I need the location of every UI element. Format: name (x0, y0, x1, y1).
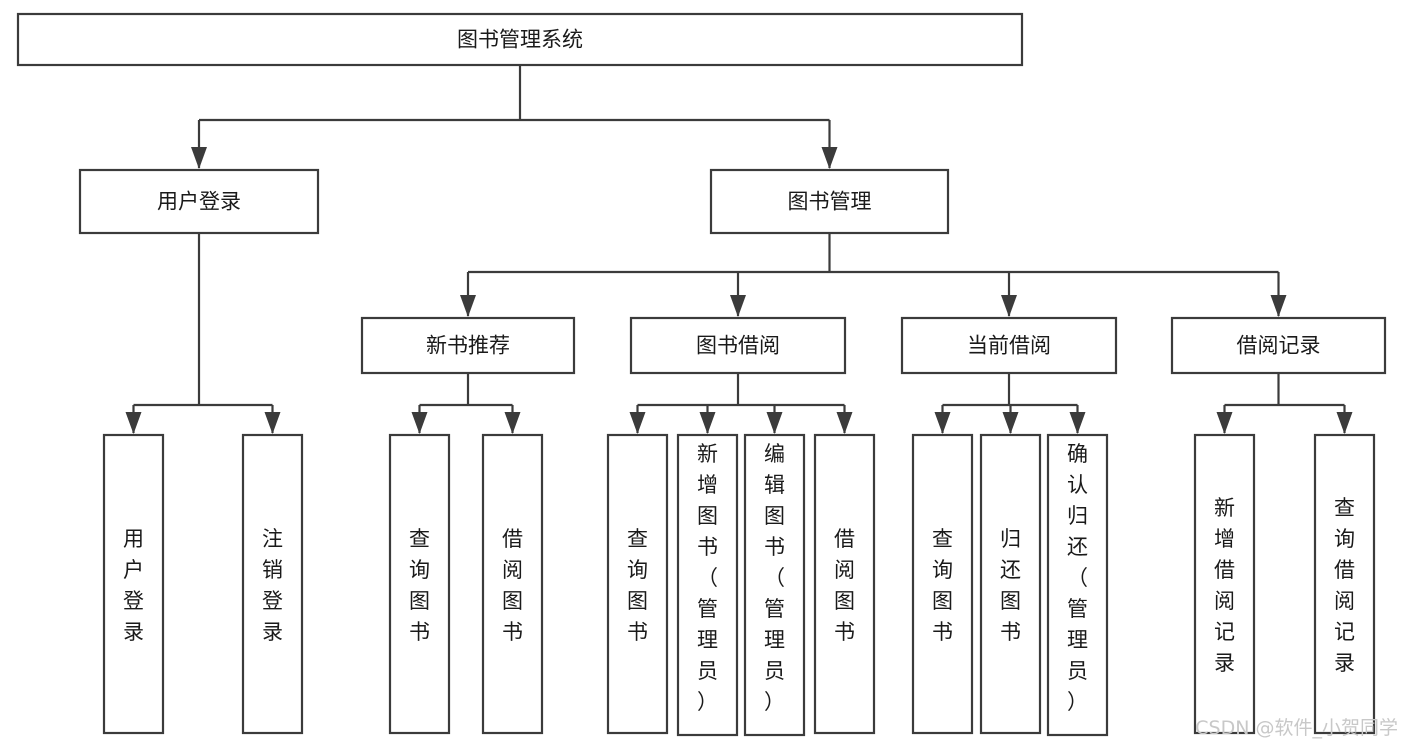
node-level3-2[interactable]: 当前借阅 (900, 316, 1118, 375)
node-box-图书管理[interactable] (709, 168, 950, 235)
node-level3-1[interactable]: 图书借阅 (629, 316, 847, 375)
node-box-归还图书[interactable] (979, 433, 1042, 735)
node-label-新增借阅记录: 新增借阅记录 (1214, 496, 1235, 675)
arrow-l3-1-2 (766, 412, 783, 434)
arrow-l3-2-2 (1069, 412, 1086, 434)
node-leaf-11[interactable]: 新增借阅记录 (1193, 433, 1256, 735)
node-level2-0[interactable]: 用户登录 (78, 168, 320, 235)
node-label-查询图书: 查询图书 (627, 527, 648, 644)
arrow-userlogin-0 (125, 412, 142, 434)
node-label-用户登录: 用户登录 (157, 190, 241, 214)
arrow-l3-3-0 (1216, 412, 1233, 434)
csdn-watermark: CSDN @软件_小贺同学 (1195, 717, 1398, 739)
arrow-l3-1-3 (836, 412, 853, 434)
node-box-图书借阅[interactable] (629, 316, 847, 375)
arrow-bookmgmt-3 (1270, 295, 1287, 317)
node-box-编辑图书管理员[interactable] (743, 433, 806, 737)
arrow-root-0 (191, 147, 207, 169)
node-box-图书管理系统[interactable] (16, 12, 1024, 67)
node-label-新增图书管理员: 新增图书（管理员） (697, 442, 718, 714)
node-box-确认归还管理员[interactable] (1046, 433, 1109, 737)
arrow-userlogin-1 (264, 412, 281, 434)
connector-layer (125, 65, 1353, 434)
node-leaf-5[interactable]: 新增图书（管理员） (676, 433, 739, 737)
node-leaf-6[interactable]: 编辑图书（管理员） (743, 433, 806, 737)
node-level3-0[interactable]: 新书推荐 (360, 316, 576, 375)
arrow-bookmgmt-1 (730, 295, 746, 317)
node-label-查询图书: 查询图书 (932, 527, 953, 644)
node-root-0[interactable]: 图书管理系统 (16, 12, 1024, 67)
node-label-图书借阅: 图书借阅 (696, 334, 780, 358)
node-leaf-8[interactable]: 查询图书 (911, 433, 974, 735)
node-leaf-10[interactable]: 确认归还（管理员） (1046, 433, 1109, 737)
node-leaf-3[interactable]: 借阅图书 (481, 433, 544, 735)
node-box-当前借阅[interactable] (900, 316, 1118, 375)
node-box-借阅图书[interactable] (481, 433, 544, 735)
node-leaf-0[interactable]: 用户登录 (102, 433, 165, 735)
node-layer: 图书管理系统用户登录图书管理新书推荐图书借阅当前借阅借阅记录用户登录注销登录查询… (16, 12, 1387, 737)
node-level2-1[interactable]: 图书管理 (709, 168, 950, 235)
node-box-借阅记录[interactable] (1170, 316, 1387, 375)
node-level3-3[interactable]: 借阅记录 (1170, 316, 1387, 375)
node-label-当前借阅: 当前借阅 (967, 334, 1051, 358)
node-leaf-4[interactable]: 查询图书 (606, 433, 669, 735)
node-leaf-2[interactable]: 查询图书 (388, 433, 451, 735)
arrow-l3-1-1 (699, 412, 716, 434)
node-leaf-7[interactable]: 借阅图书 (813, 433, 876, 735)
node-box-注销登录[interactable] (241, 433, 304, 735)
node-leaf-12[interactable]: 查询借阅记录 (1313, 433, 1376, 735)
node-box-借阅图书[interactable] (813, 433, 876, 735)
node-label-查询图书: 查询图书 (409, 527, 430, 644)
node-box-用户登录[interactable] (78, 168, 320, 235)
node-leaf-1[interactable]: 注销登录 (241, 433, 304, 735)
node-label-新书推荐: 新书推荐 (426, 334, 510, 358)
node-box-查询借阅记录[interactable] (1313, 433, 1376, 735)
node-label-用户登录: 用户登录 (123, 527, 144, 644)
node-label-归还图书: 归还图书 (1000, 527, 1021, 644)
arrow-bookmgmt-0 (460, 295, 476, 317)
node-label-查询借阅记录: 查询借阅记录 (1334, 496, 1355, 675)
node-label-图书管理: 图书管理 (788, 190, 872, 214)
node-label-注销登录: 注销登录 (262, 527, 283, 644)
arrow-root-1 (821, 147, 838, 169)
arrow-l3-2-0 (934, 412, 951, 434)
node-label-借阅记录: 借阅记录 (1237, 334, 1321, 358)
arrow-l3-0-1 (504, 412, 521, 434)
arrow-bookmgmt-2 (1001, 295, 1017, 317)
node-leaf-9[interactable]: 归还图书 (979, 433, 1042, 735)
node-label-确认归还管理员: 确认归还（管理员） (1067, 442, 1088, 714)
arrow-l3-2-1 (1002, 412, 1019, 434)
node-box-新增借阅记录[interactable] (1193, 433, 1256, 735)
node-box-用户登录[interactable] (102, 433, 165, 735)
node-box-查询图书[interactable] (388, 433, 451, 735)
arrow-l3-0-0 (411, 412, 428, 434)
node-box-查询图书[interactable] (606, 433, 669, 735)
node-label-借阅图书: 借阅图书 (502, 527, 523, 644)
arrow-l3-1-0 (629, 412, 646, 434)
node-box-新增图书管理员[interactable] (676, 433, 739, 737)
node-label-借阅图书: 借阅图书 (834, 527, 855, 644)
node-label-图书管理系统: 图书管理系统 (457, 28, 583, 52)
node-box-新书推荐[interactable] (360, 316, 576, 375)
node-label-编辑图书管理员: 编辑图书（管理员） (764, 442, 785, 714)
node-box-查询图书[interactable] (911, 433, 974, 735)
arrow-l3-3-1 (1336, 412, 1353, 434)
